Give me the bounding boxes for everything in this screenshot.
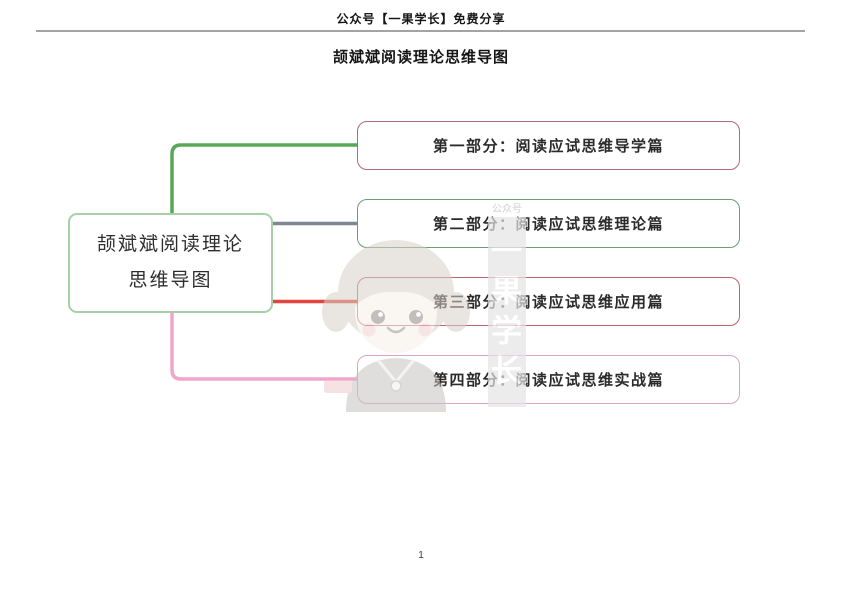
connector-branch-1 bbox=[170, 143, 360, 216]
mindmap-branch-node-3: 第三部分：阅读应试思维应用篇 bbox=[357, 277, 740, 326]
mindmap-root-node: 颉斌斌阅读理论 思维导图 bbox=[68, 213, 273, 313]
header-divider bbox=[36, 30, 805, 32]
branch-label: 第三部分：阅读应试思维应用篇 bbox=[432, 294, 664, 311]
branch-label: 第二部分：阅读应试思维理论篇 bbox=[432, 216, 664, 233]
branch-label: 第四部分：阅读应试思维实战篇 bbox=[432, 372, 664, 389]
page-number: 1 bbox=[418, 550, 424, 561]
mindmap-branch-node-4: 第四部分：阅读应试思维实战篇 bbox=[357, 355, 740, 404]
mindmap-branch-node-2: 第二部分：阅读应试思维理论篇 bbox=[357, 199, 740, 248]
connector-branch-4 bbox=[170, 309, 360, 381]
page-header: 公众号【一果学长】免费分享 bbox=[336, 12, 506, 26]
branch-label: 第一部分：阅读应试思维导学篇 bbox=[432, 138, 664, 155]
page-title: 颉斌斌阅读理论思维导图 bbox=[332, 49, 509, 66]
mindmap-branch-node-1: 第一部分：阅读应试思维导学篇 bbox=[357, 121, 740, 170]
root-node-label-line2: 思维导图 bbox=[128, 270, 213, 291]
root-node-label-line1: 颉斌斌阅读理论 bbox=[96, 234, 244, 255]
